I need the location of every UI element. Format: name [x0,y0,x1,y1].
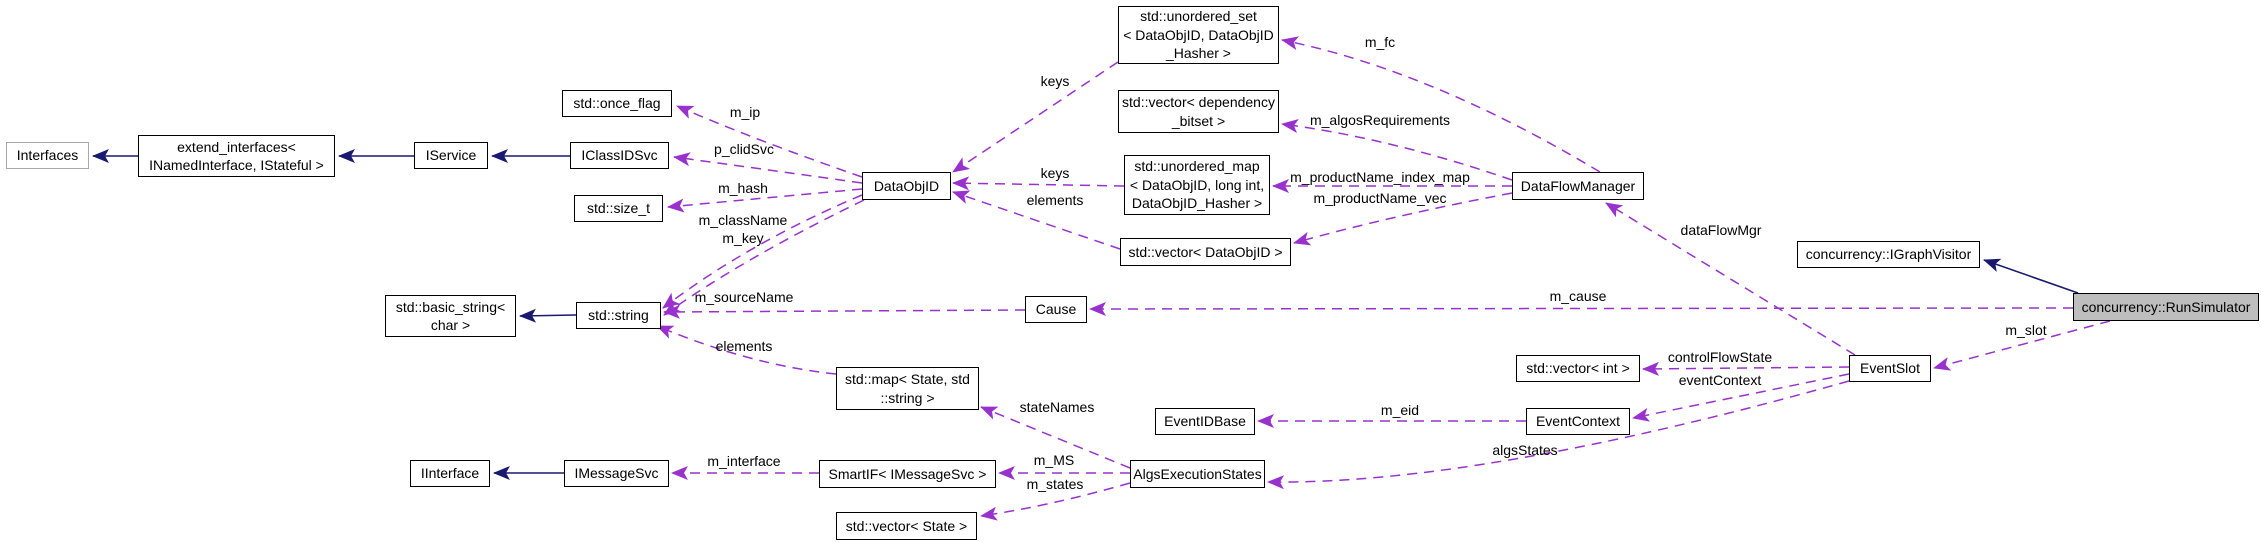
node-runsimulator[interactable]: concurrency::RunSimulator [2073,293,2259,321]
node-std-unordered-set[interactable]: std::unordered_set < DataObjID, DataObjI… [1118,6,1279,64]
edge-eventslot-to-dataflowmanager [1605,202,1856,356]
edge-label-m-cause: m_cause [1549,288,1607,304]
node-std-once-flag[interactable]: std::once_flag [562,90,672,117]
node-cause[interactable]: Cause [1025,296,1087,323]
edge-algsexecutionstates-to-std-vector-state [980,482,1131,521]
edge-label-m-sourcename: m_sourceName [694,289,794,305]
node-std-string[interactable]: std::string [576,302,661,329]
edge-label-m-classname: m_className [698,212,788,228]
edge-eventslot-to-std-vector-int [1642,361,1850,376]
node-std-unordered-map[interactable]: std::unordered_map < DataObjID, long int… [1124,155,1270,215]
edge-std-map-state-string-to-std-string [656,325,837,375]
node-std-vector-state[interactable]: std::vector< State > [836,512,977,540]
node-eventidbase[interactable]: EventIDBase [1155,408,1255,435]
node-eventcontext[interactable]: EventContext [1526,408,1630,435]
node-iservice[interactable]: IService [414,142,488,169]
edge-label-m-eid: m_eid [1380,402,1420,418]
edge-runsimulator-to-cause [1089,301,2074,316]
edge-label-m-interface: m_interface [707,453,781,469]
edge-label-p-clidsvc: p_clidSvc [714,141,774,157]
edge-label-elements: elements [715,338,773,354]
node-interfaces[interactable]: Interfaces [6,142,89,169]
edge-label-algsstates: algsStates [1492,442,1558,458]
edge-dataflowmanager-to-std-vector-dependency-bitset [1281,119,1513,181]
edge-label-dataflowmgr: dataFlowMgr [1680,222,1762,238]
edge-label-m-key: m_key [722,230,764,246]
node-imessagesvc[interactable]: IMessageSvc [564,460,669,487]
edge-label-elements: elements [1026,192,1084,208]
edge-label-keys: keys [1040,165,1070,181]
edge-eventslot-to-eventcontext [1632,373,1850,422]
edge-dataobjid-to-iclassidsvc [673,152,863,184]
node-std-map-state-string[interactable]: std::map< State, std ::string > [836,367,979,410]
edge-label-eventcontext: eventContext [1678,372,1762,388]
node-eventslot[interactable]: EventSlot [1849,355,1931,382]
edge-label-statenames: stateNames [1019,399,1095,415]
node-igraphvisitor[interactable]: concurrency::IGraphVisitor [1797,241,1980,268]
node-algsexecutionstates[interactable]: AlgsExecutionStates [1130,460,1265,488]
node-dataflowmanager[interactable]: DataFlowManager [1512,172,1644,200]
edge-eventslot-to-algsexecutionstates [1267,380,1850,490]
edge-label-m-ms: m_MS [1033,452,1075,468]
node-std-vector-dependency-bitset[interactable]: std::vector< dependency _bitset > [1118,90,1279,133]
edge-label-m-hash: m_hash [718,180,768,196]
edge-std-string-to-std-basic-string [519,308,577,323]
edge-label-m-productname-vec: m_productName_vec [1313,190,1447,206]
edge-std-unordered-map-to-dataobjid [952,176,1125,191]
edge-label-m-productname-index-map: m_productName_index_map [1290,169,1470,185]
node-std-size-t[interactable]: std::size_t [574,195,663,222]
edge-dataflowmanager-to-std-unordered-set [1281,36,1601,173]
node-extend-interfaces[interactable]: extend_interfaces< INamedInterface, ISta… [138,135,335,177]
edge-runsimulator-to-eventslot [1933,320,2111,371]
edge-cause-to-std-string [663,304,1026,319]
edge-std-unordered-set-to-dataobjid [952,61,1119,173]
node-std-vector-int[interactable]: std::vector< int > [1516,355,1640,382]
edge-label-m-algosrequirements: m_algosRequirements [1309,112,1451,128]
node-std-vector-dataobjid[interactable]: std::vector< DataObjID > [1120,238,1291,266]
edge-label-controlflowstate: controlFlowState [1667,349,1773,365]
edge-label-m-states: m_states [1026,476,1084,492]
edge-dataobjid-to-std-string [663,199,865,316]
edge-runsimulator-to-igraphvisitor [1983,258,2079,294]
node-iclassidsvc[interactable]: IClassIDSvc [570,142,669,169]
edge-dataobjid-to-std-once-flag [676,105,863,178]
node-smartif-imessagesvc[interactable]: SmartIF< IMessageSvc > [819,460,996,488]
node-iinterface[interactable]: IInterface [410,460,490,487]
edge-dataobjid-to-std-size-t [667,188,863,213]
edge-label-m-ip: m_ip [729,104,761,120]
edge-label-m-slot: m_slot [2005,322,2047,338]
edge-algsexecutionstates-to-std-map-state-string [980,406,1131,469]
node-dataobjid[interactable]: DataObjID [862,172,951,200]
node-std-basic-string[interactable]: std::basic_string< char > [385,295,516,337]
edge-label-m-fc: m_fc [1364,34,1396,50]
edge-std-vector-dataobjid-to-dataobjid [952,190,1121,250]
edge-label-keys: keys [1040,73,1070,89]
